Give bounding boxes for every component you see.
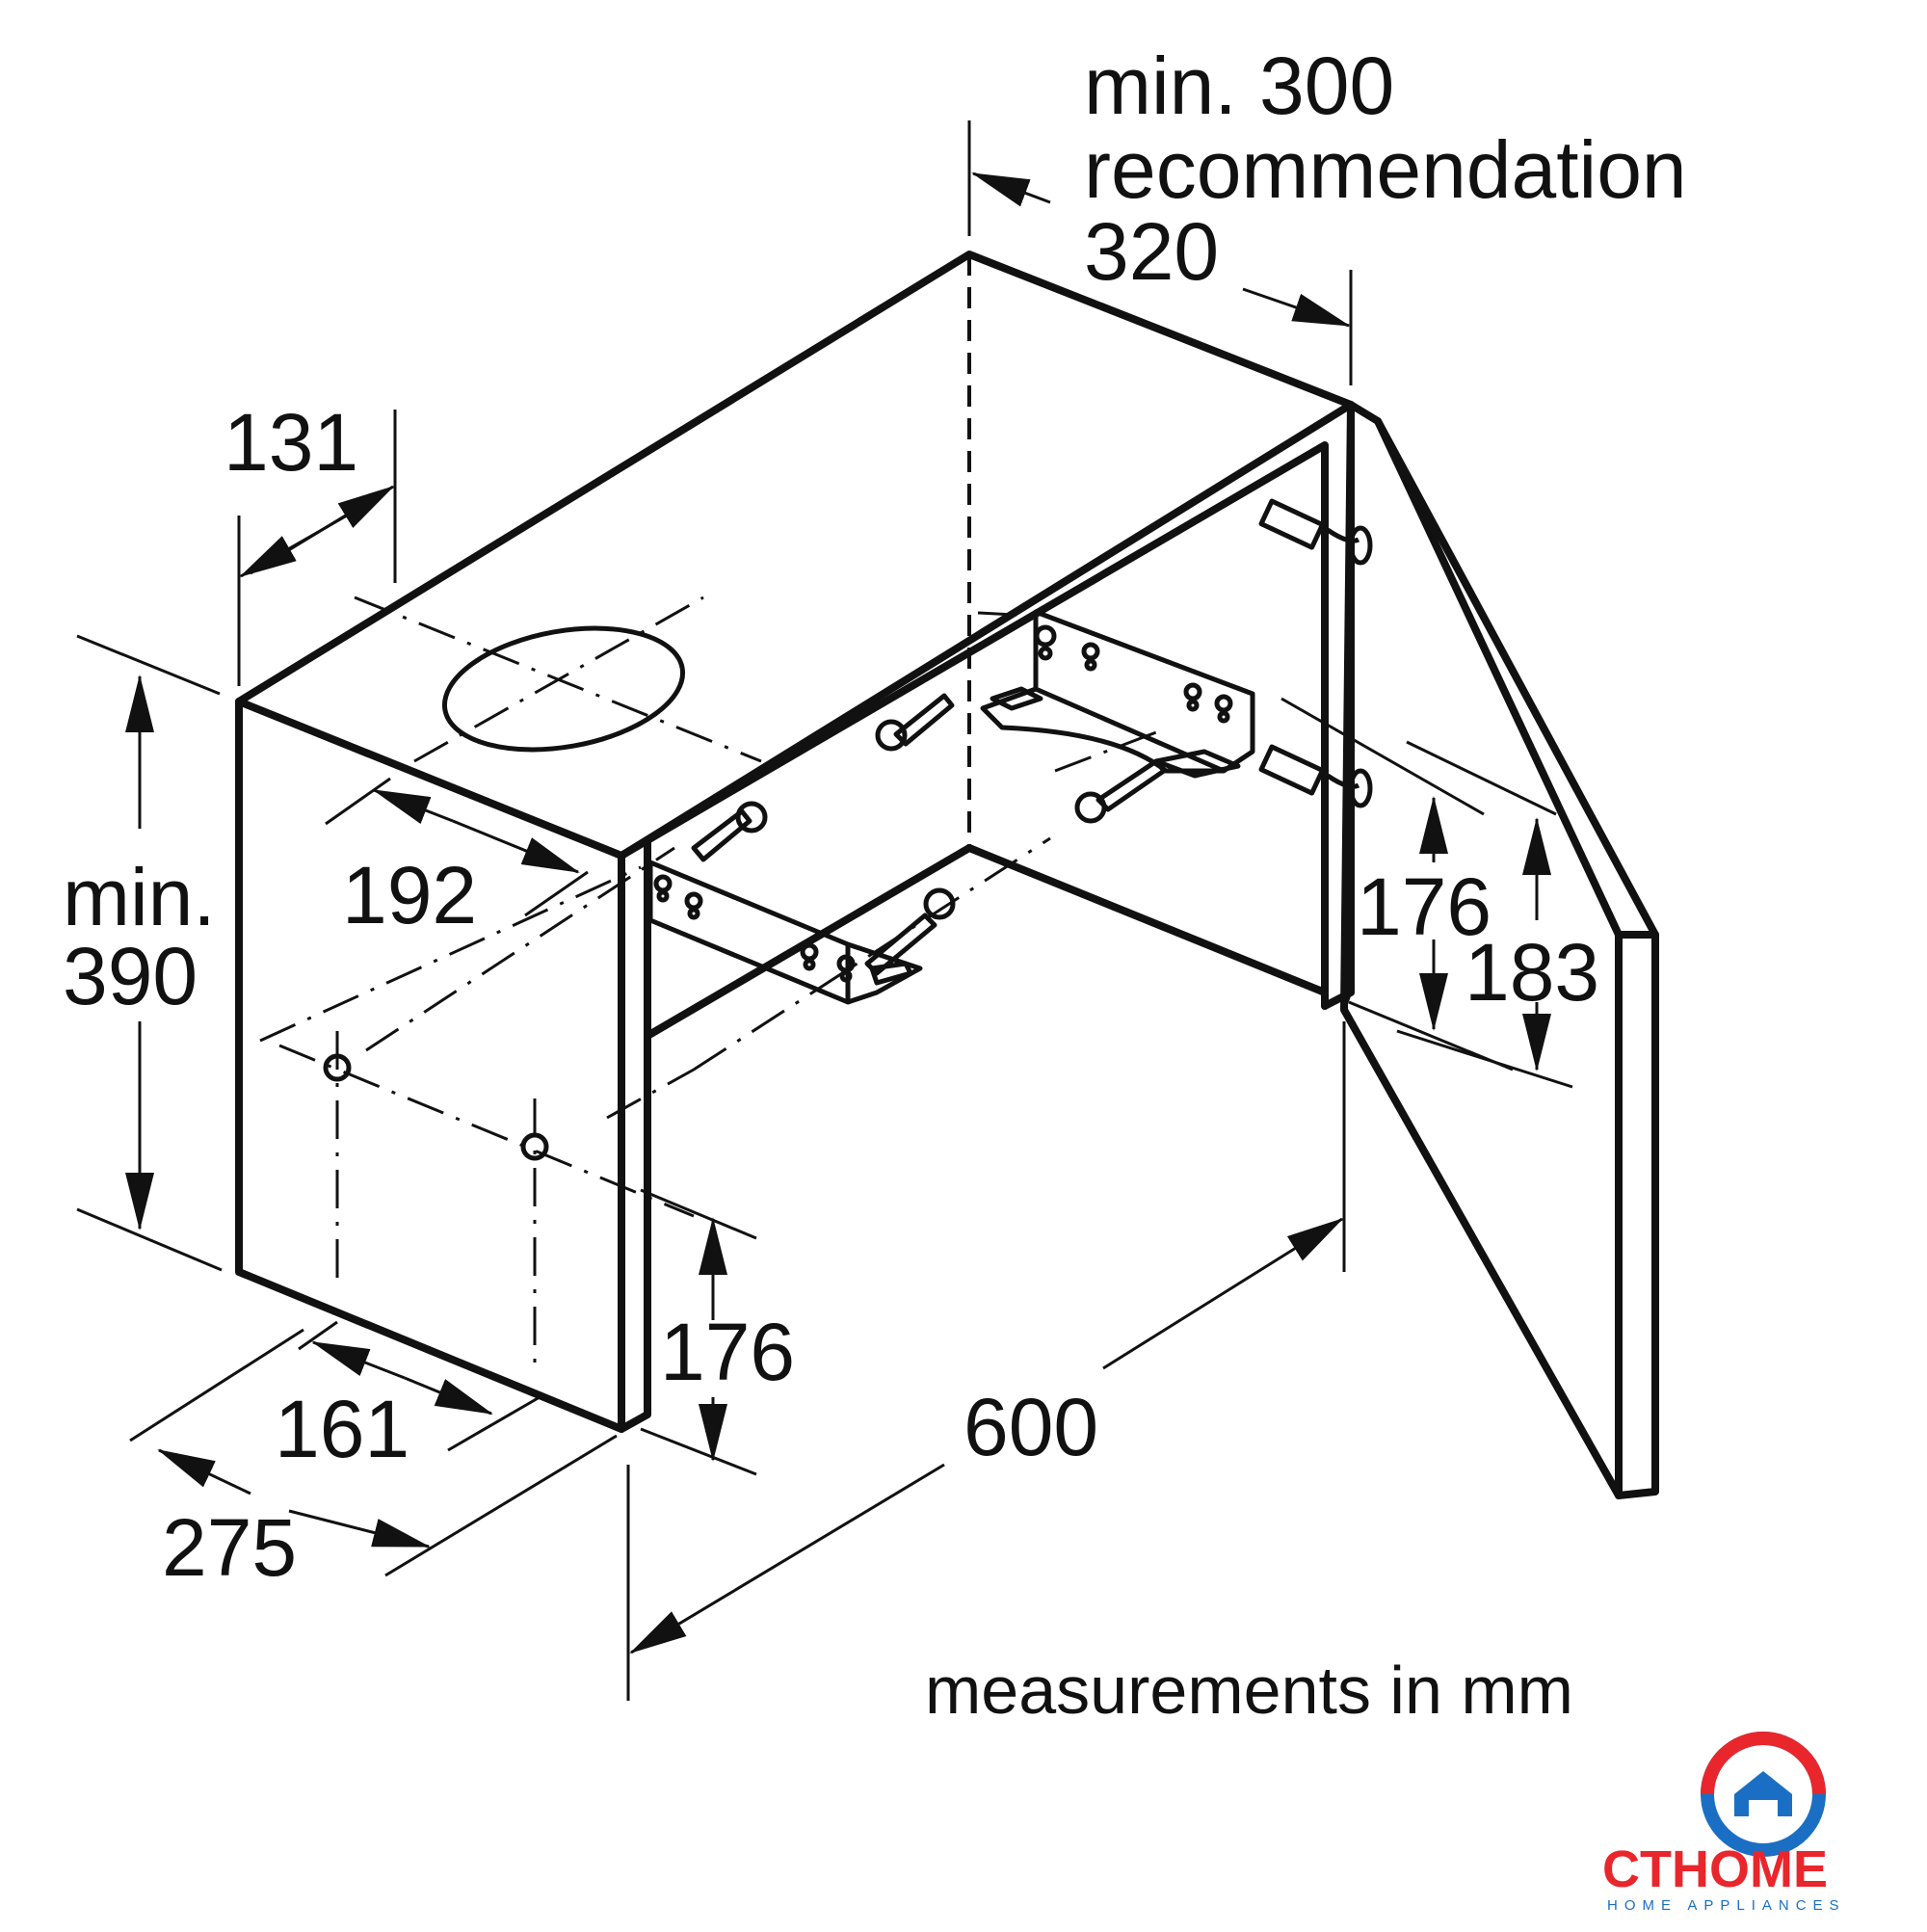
house-icon: [1701, 1732, 1826, 1857]
logo-name: CTHOME: [1602, 1840, 1828, 1898]
measurement-unit-note: measurements in mm: [925, 1653, 1573, 1728]
dim-bracket-height: 176: [1357, 861, 1491, 952]
dim-depth-min: min. 300: [1084, 40, 1394, 131]
dim-depth-recommendation-label: recommendation: [1084, 124, 1687, 215]
dim-duct-offset-front: 192: [342, 850, 477, 940]
dim-height-label: min.: [63, 852, 216, 942]
front-mounting-bracket: [647, 860, 923, 1005]
wall-plugs: [691, 693, 1167, 976]
dim-door-height: 183: [1465, 927, 1599, 1018]
door-hinges: [1258, 498, 1373, 808]
dim-hole-height-left: 176: [660, 1307, 795, 1397]
dim-total-depth: 275: [162, 1502, 297, 1593]
dim-height-value: 390: [63, 931, 198, 1021]
logo-tagline: HOME APPLIANCES: [1607, 1897, 1846, 1914]
cabinet-outline: [235, 251, 1355, 1433]
dimension-lines: [76, 120, 1573, 1701]
rear-mounting-bracket: [980, 609, 1255, 779]
dim-hole-spacing-front: 161: [275, 1384, 409, 1474]
duct-opening: [354, 595, 762, 763]
side-drill-holes: [259, 611, 1157, 1368]
cthome-logo: CTHOME HOME APPLIANCES: [1602, 1732, 1846, 1914]
cabinet-door: [1340, 401, 1659, 1499]
dim-duct-offset-side: 131: [224, 397, 358, 488]
dim-width: 600: [964, 1382, 1098, 1472]
dim-depth-recommendation-value: 320: [1084, 206, 1219, 297]
